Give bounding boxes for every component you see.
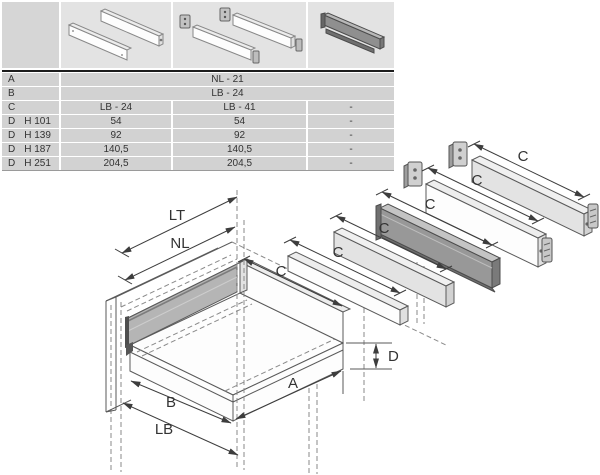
row-value: LB - 41 xyxy=(173,101,306,114)
steel-rear-panel-image xyxy=(308,2,394,68)
drawer-side-panels-pair-image xyxy=(61,2,171,68)
row-value: - xyxy=(308,101,394,114)
table-header-rule xyxy=(2,70,394,72)
row-value: 54 xyxy=(173,115,306,128)
row-value: 92 xyxy=(61,129,171,142)
row-label-letter: D xyxy=(8,115,16,127)
row-value: 92 xyxy=(173,129,306,142)
row-label-letter: A xyxy=(8,73,15,85)
row-value-merged: NL - 21 xyxy=(61,73,394,86)
dimensions: LT NL C C C C C C A B xyxy=(114,140,591,456)
dim-label-b: B xyxy=(166,394,176,411)
dim-label-a: A xyxy=(288,375,298,392)
row-label-letter: D xyxy=(8,157,16,169)
row-value: - xyxy=(308,157,394,170)
row-label-letter: B xyxy=(8,87,15,99)
spec-table-header xyxy=(2,2,394,68)
row-value: 204,5 xyxy=(61,157,171,170)
dim-label-c4: C xyxy=(425,196,436,213)
row-label: D H 251 xyxy=(2,157,59,170)
dim-label-c1: C xyxy=(276,263,287,280)
dim-label-d: D xyxy=(388,348,399,365)
dim-label-lb: LB xyxy=(155,421,173,438)
drawer-side-panels-with-connectors-image xyxy=(173,2,306,68)
table-row: B LB - 24 xyxy=(2,87,394,100)
header-empty-cell xyxy=(2,2,59,68)
row-label: B xyxy=(2,87,59,100)
row-label-letter: D xyxy=(8,143,16,155)
table-row: A NL - 21 xyxy=(2,73,394,86)
row-value: 140,5 xyxy=(61,143,171,156)
rear-panel-clip xyxy=(541,237,553,263)
row-label-height: H 139 xyxy=(24,129,51,141)
row-label: C xyxy=(2,101,59,114)
dim-label-c3: C xyxy=(379,220,390,237)
row-label: A xyxy=(2,73,59,86)
row-label-height: H 187 xyxy=(24,143,51,155)
row-value: - xyxy=(308,115,394,128)
dim-label-c5: C xyxy=(472,172,483,189)
row-value: - xyxy=(308,143,394,156)
row-value: 140,5 xyxy=(173,143,306,156)
row-label-letter: D xyxy=(8,129,16,141)
row-label: D H 139 xyxy=(2,129,59,142)
rear-panel-connector-bracket xyxy=(448,141,468,169)
dim-label-nl: NL xyxy=(170,235,189,252)
dim-label-c2: C xyxy=(333,244,344,261)
row-label: D H 187 xyxy=(2,143,59,156)
row-value: 204,5 xyxy=(173,157,306,170)
row-value: - xyxy=(308,129,394,142)
row-value-merged: LB - 24 xyxy=(61,87,394,100)
row-value: LB - 24 xyxy=(61,101,171,114)
dim-label-lt: LT xyxy=(169,207,185,224)
row-label-letter: C xyxy=(8,101,16,113)
dim-label-c6: C xyxy=(518,148,529,165)
rear-panel-clip xyxy=(587,203,599,229)
row-label-height: H 251 xyxy=(24,157,51,169)
row-label: D H 101 xyxy=(2,115,59,128)
row-value: 54 xyxy=(61,115,171,128)
rear-panel-connector-bracket xyxy=(403,161,423,189)
row-label-height: H 101 xyxy=(24,115,51,127)
